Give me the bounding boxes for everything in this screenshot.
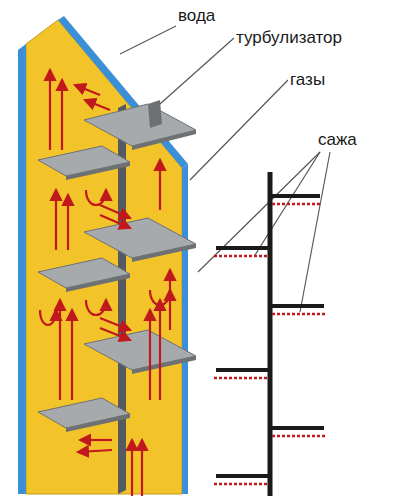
heat-exchanger <box>18 16 196 496</box>
water-label: вода <box>176 6 217 26</box>
leader-lines <box>120 26 330 312</box>
gas-label: газы <box>288 70 327 90</box>
soot-label: сажа <box>316 130 359 150</box>
turbulizer-label: турбулизатор <box>234 28 344 48</box>
turbulizer-schematic <box>214 172 326 496</box>
